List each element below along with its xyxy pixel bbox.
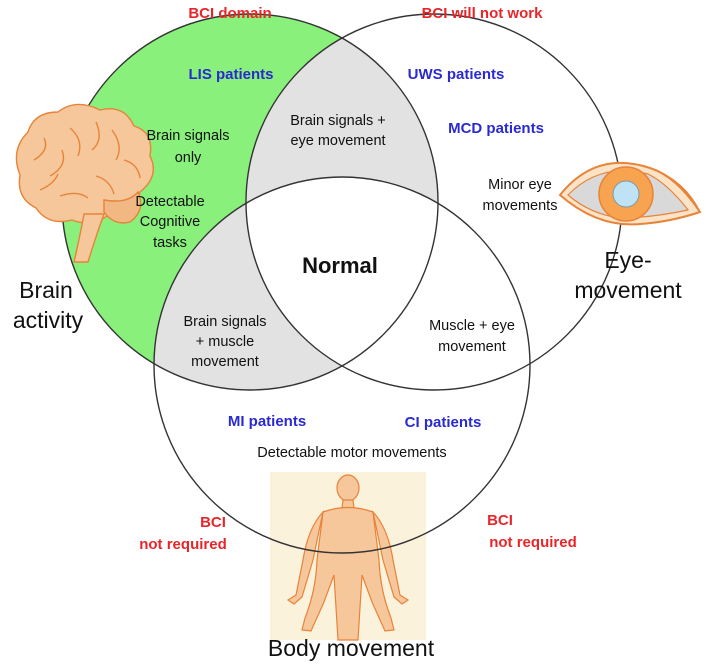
eye-movement-label-line2: movement <box>574 277 682 303</box>
bci-not-required-left-line2: not required <box>139 536 227 553</box>
brain-eye-line1: Brain signals + <box>290 113 386 129</box>
brain-eye-line2: eye movement <box>290 133 385 149</box>
body-movement-label: Body movement <box>268 635 435 661</box>
bci-not-required-right-line2: not required <box>489 534 577 551</box>
mcd-patients-label: MCD patients <box>448 120 544 137</box>
normal-label: Normal <box>302 253 378 278</box>
brain-signals-only-line1: Brain signals <box>146 128 229 144</box>
uws-patients-label: UWS patients <box>408 66 505 83</box>
human-body-icon <box>270 472 426 641</box>
bci-domain-label: BCI domain <box>188 5 271 22</box>
brain-muscle-line2: + muscle <box>196 334 254 350</box>
minor-eye-line2: movements <box>483 198 558 214</box>
motor-movements-label: Detectable motor movements <box>257 445 446 461</box>
brain-icon <box>15 103 154 263</box>
bci-will-not-work-label: BCI will not work <box>422 5 543 22</box>
brain-activity-label-line2: activity <box>13 307 84 333</box>
bci-not-required-left-line1: BCI <box>200 514 226 531</box>
muscle-eye-line1: Muscle + eye <box>429 318 515 334</box>
brain-muscle-line1: Brain signals <box>183 314 266 330</box>
brain-muscle-line3: movement <box>191 354 259 370</box>
cognitive-tasks-line2: Cognitive <box>140 214 200 230</box>
eye-movement-label-line1: Eye- <box>604 247 651 273</box>
cognitive-tasks-line1: Detectable <box>135 194 204 210</box>
brain-signals-only-line2: only <box>175 150 202 166</box>
lis-patients-label: LIS patients <box>188 66 273 83</box>
body-movement-circle <box>153 176 531 554</box>
muscle-eye-line2: movement <box>438 339 506 355</box>
mi-patients-label: MI patients <box>228 413 306 430</box>
minor-eye-line1: Minor eye <box>488 177 552 193</box>
eye-icon <box>558 161 702 226</box>
brain-activity-label-line1: Brain <box>19 277 73 303</box>
ci-patients-label: CI patients <box>405 414 482 431</box>
bci-not-required-right-line1: BCI <box>487 512 513 529</box>
cognitive-tasks-line3: tasks <box>153 235 187 251</box>
